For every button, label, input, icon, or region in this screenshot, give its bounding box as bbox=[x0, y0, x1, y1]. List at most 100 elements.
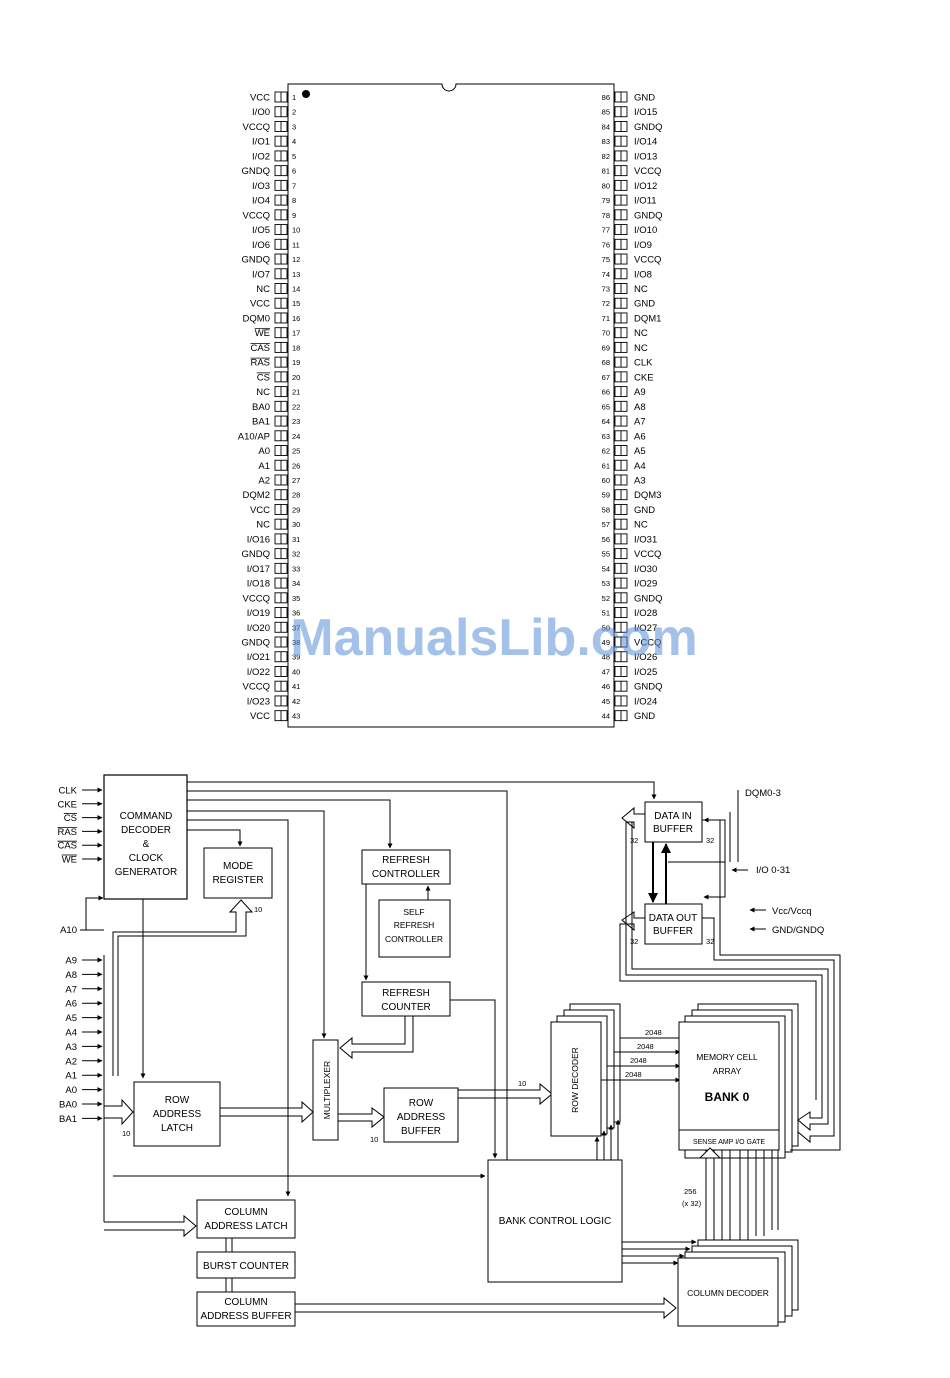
svg-text:10: 10 bbox=[122, 1129, 130, 1138]
refresh-counter-to-mux-bus bbox=[339, 1016, 414, 1060]
pin-name: I/O23 bbox=[247, 696, 270, 707]
pin-number: 66 bbox=[602, 388, 610, 397]
svg-text:BANK CONTROL LOGIC: BANK CONTROL LOGIC bbox=[499, 1216, 611, 1227]
pin-name: A0 bbox=[258, 446, 270, 457]
pin-number: 7 bbox=[292, 181, 296, 190]
pin-name: VCCQ bbox=[243, 593, 270, 604]
pin-name: I/O18 bbox=[247, 579, 270, 590]
pin-name: NC bbox=[634, 520, 648, 531]
address-to-row-latch-bus bbox=[104, 1098, 134, 1126]
svg-text:REFRESH: REFRESH bbox=[394, 920, 435, 930]
pin-name: I/O17 bbox=[247, 564, 270, 575]
decoder-to-data-in bbox=[187, 781, 657, 800]
pin-number: 79 bbox=[602, 196, 610, 205]
svg-text:LATCH: LATCH bbox=[161, 1123, 193, 1134]
pin-name: GND bbox=[634, 299, 655, 310]
pin-number: 47 bbox=[602, 667, 610, 676]
pin-name: VCC bbox=[250, 505, 270, 516]
svg-text:REFRESH: REFRESH bbox=[382, 988, 430, 999]
pin-name: VCCQ bbox=[634, 549, 661, 560]
pin-name: I/O31 bbox=[634, 534, 657, 545]
mode-register-block: MODE REGISTER bbox=[203, 847, 273, 899]
input-label: A6 bbox=[65, 999, 77, 1010]
decoder-to-refresh-controller bbox=[187, 799, 393, 849]
svg-text:10: 10 bbox=[518, 1079, 526, 1088]
vcc-label: Vcc/Vccq bbox=[772, 906, 812, 917]
pin-number: 84 bbox=[602, 122, 610, 131]
pin-name: A5 bbox=[634, 446, 646, 457]
ic-package-outline bbox=[287, 83, 615, 728]
pin-number: 65 bbox=[602, 402, 610, 411]
pin-name: VCCQ bbox=[243, 122, 270, 133]
svg-text:REFRESH: REFRESH bbox=[382, 855, 430, 866]
pin-name: CKE bbox=[634, 372, 654, 383]
pin-number: 23 bbox=[292, 417, 300, 426]
input-ba0: BA0 bbox=[59, 1100, 103, 1111]
pin-number: 52 bbox=[602, 594, 610, 603]
svg-text:DATA IN: DATA IN bbox=[654, 811, 691, 822]
svg-text:ADDRESS LATCH: ADDRESS LATCH bbox=[204, 1221, 287, 1232]
pin-number: 63 bbox=[602, 432, 610, 441]
pin-number: 45 bbox=[602, 697, 610, 706]
svg-text:REGISTER: REGISTER bbox=[212, 875, 263, 886]
pin-name: BA0 bbox=[252, 402, 270, 413]
pin-number: 58 bbox=[602, 505, 610, 514]
pin-name: NC bbox=[256, 284, 270, 295]
latch-to-burst-bus bbox=[225, 1238, 233, 1252]
pin-name: GND bbox=[634, 711, 655, 722]
pin-name: VCCQ bbox=[634, 638, 661, 649]
input-label: CS bbox=[64, 813, 77, 824]
self-refresh-controller-block: SELF REFRESH CONTROLLER bbox=[378, 899, 451, 958]
column-address-latch-block: COLUMN ADDRESS LATCH bbox=[196, 1199, 296, 1239]
pin-name: CAS bbox=[250, 343, 270, 354]
gnd-label: GND/GNDQ bbox=[772, 925, 824, 936]
a10-to-decoder bbox=[85, 895, 104, 930]
burst-to-buffer-bus bbox=[225, 1278, 233, 1292]
refresh-controller-block: REFRESH CONTROLLER bbox=[361, 849, 451, 885]
svg-text:32: 32 bbox=[706, 836, 714, 845]
pin-number: 37 bbox=[292, 623, 300, 632]
svg-text:ADDRESS: ADDRESS bbox=[153, 1109, 202, 1120]
pin-name: A9 bbox=[634, 387, 646, 398]
input-a3: A3 bbox=[65, 1042, 103, 1053]
pin-number: 54 bbox=[602, 564, 610, 573]
pin-number: 31 bbox=[292, 535, 300, 544]
pin-number: 5 bbox=[292, 152, 296, 161]
pin-number: 71 bbox=[602, 314, 610, 323]
address-to-column-latch-bus bbox=[104, 1214, 197, 1238]
input-cs: CS bbox=[63, 813, 103, 824]
pin-number: 4 bbox=[292, 137, 296, 146]
input-a7: A7 bbox=[65, 984, 103, 995]
svg-text:COMMAND: COMMAND bbox=[120, 811, 173, 822]
svg-text:MODE: MODE bbox=[223, 861, 253, 872]
input-label: A1 bbox=[65, 1071, 77, 1082]
svg-text:32: 32 bbox=[706, 937, 714, 946]
pin-name: VCCQ bbox=[243, 682, 270, 693]
input-label: CLK bbox=[59, 786, 78, 797]
input-a4: A4 bbox=[65, 1028, 103, 1039]
pin-name: I/O16 bbox=[247, 534, 270, 545]
pin-number: 33 bbox=[292, 564, 300, 573]
pin-number: 85 bbox=[602, 108, 610, 117]
